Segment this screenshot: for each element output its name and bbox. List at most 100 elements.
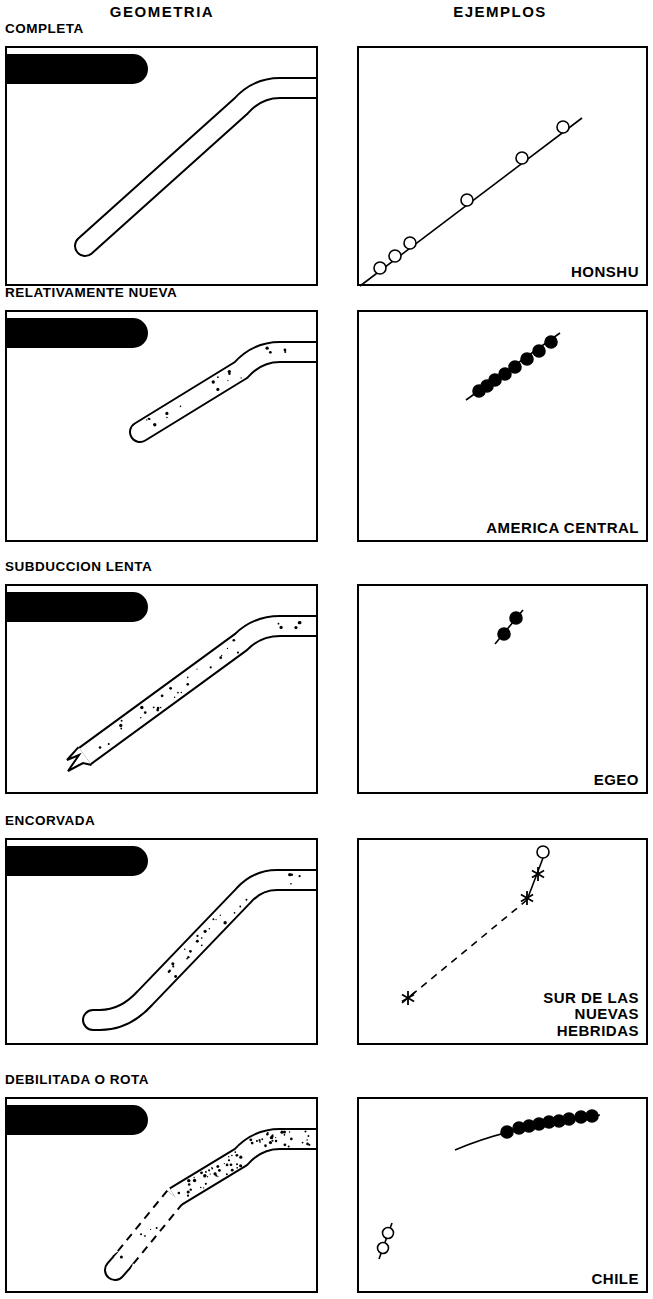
event-circle bbox=[461, 194, 473, 206]
speckle bbox=[240, 377, 241, 378]
speckle bbox=[272, 1134, 274, 1136]
event-circle bbox=[374, 262, 386, 274]
slab-outline bbox=[175, 1139, 316, 1197]
example-panel: HONSHU bbox=[357, 46, 648, 286]
speckle bbox=[217, 376, 219, 378]
speckle bbox=[214, 1172, 217, 1175]
speckle bbox=[284, 349, 287, 352]
speckle bbox=[207, 1176, 208, 1177]
speckle bbox=[270, 1136, 273, 1139]
speckle bbox=[186, 958, 188, 960]
speckle bbox=[283, 1143, 286, 1146]
speckle bbox=[226, 1173, 228, 1175]
torn-end bbox=[67, 747, 92, 771]
slab-outline bbox=[121, 1197, 175, 1263]
speckle bbox=[187, 1195, 189, 1197]
speckle bbox=[214, 1172, 217, 1175]
event-dot bbox=[498, 628, 510, 640]
star-symbol bbox=[532, 871, 544, 878]
slab-drawing bbox=[7, 846, 316, 1020]
profile-line bbox=[360, 118, 582, 286]
speckle bbox=[217, 1176, 218, 1177]
speckle bbox=[196, 935, 198, 937]
profile-line bbox=[466, 333, 560, 400]
speckle bbox=[218, 1169, 221, 1172]
speckle bbox=[280, 1131, 283, 1134]
speckle bbox=[275, 1140, 278, 1143]
speckle bbox=[204, 1174, 207, 1177]
speckle bbox=[181, 692, 182, 693]
speckle bbox=[200, 1187, 202, 1189]
slab-drawing bbox=[7, 54, 316, 246]
speckle bbox=[187, 1179, 190, 1182]
speckle bbox=[275, 1137, 276, 1138]
speckle bbox=[201, 944, 203, 946]
speckle bbox=[227, 648, 228, 649]
event-circle bbox=[516, 152, 528, 164]
speckle bbox=[235, 1154, 238, 1157]
speckle bbox=[212, 918, 214, 920]
speckle bbox=[223, 921, 226, 924]
speckle bbox=[146, 419, 147, 420]
example-name: HONSHU bbox=[571, 264, 639, 281]
speckle bbox=[203, 1187, 204, 1188]
speckle bbox=[230, 1163, 233, 1166]
slab-drawing bbox=[7, 1105, 316, 1270]
speckle bbox=[149, 418, 151, 420]
panel-frame bbox=[5, 310, 318, 542]
overriding-plate bbox=[7, 54, 148, 84]
speckle bbox=[294, 626, 297, 629]
speckle bbox=[156, 1227, 158, 1229]
column-heading: GEOMETRIA bbox=[110, 3, 214, 20]
speckle bbox=[150, 1229, 151, 1230]
speckle bbox=[307, 1135, 309, 1137]
event-dot bbox=[510, 612, 522, 624]
speckle bbox=[140, 706, 143, 709]
slab-outline bbox=[85, 626, 316, 756]
speckle bbox=[256, 1140, 258, 1142]
example-panel: EGEO bbox=[357, 584, 648, 794]
speckle bbox=[251, 1142, 254, 1145]
speckle bbox=[178, 1192, 181, 1195]
speckle bbox=[216, 1165, 219, 1168]
speckle bbox=[205, 1183, 207, 1185]
speckle bbox=[228, 1156, 229, 1157]
seismicity-profile bbox=[466, 333, 560, 400]
speckle bbox=[284, 351, 286, 353]
geometry-panel: COMPLETA bbox=[5, 22, 318, 286]
speckle bbox=[171, 962, 174, 965]
event-dot bbox=[509, 361, 521, 373]
slab-drawing bbox=[7, 592, 316, 771]
slab-outline bbox=[85, 626, 316, 756]
speckle bbox=[224, 1163, 225, 1164]
speckle bbox=[258, 1139, 260, 1141]
panel-frame bbox=[5, 1097, 318, 1293]
speckle bbox=[234, 912, 236, 914]
speckle bbox=[119, 724, 122, 727]
speckle bbox=[193, 1177, 194, 1178]
event-circle bbox=[383, 1228, 394, 1239]
speckle bbox=[210, 1173, 211, 1174]
speckle bbox=[140, 717, 142, 719]
speckle bbox=[236, 1167, 238, 1169]
example-name: EGEO bbox=[594, 772, 639, 789]
speckle bbox=[208, 1169, 210, 1171]
slab-outline bbox=[140, 352, 316, 432]
speckle bbox=[156, 709, 159, 712]
speckle bbox=[239, 906, 241, 908]
event-dot bbox=[563, 1113, 575, 1125]
speckle bbox=[160, 707, 162, 709]
event-dot bbox=[501, 1126, 513, 1138]
speckle bbox=[278, 623, 280, 625]
event-dot bbox=[533, 345, 545, 357]
speckle bbox=[231, 1155, 233, 1157]
slab-outline bbox=[85, 88, 316, 246]
speckle bbox=[140, 1233, 142, 1235]
profile-line bbox=[408, 900, 527, 998]
speckle bbox=[304, 1131, 306, 1133]
star-symbol bbox=[402, 995, 414, 1002]
geometry-panel: ENCORVADA bbox=[5, 814, 318, 1045]
slab-outline bbox=[175, 1139, 316, 1197]
speckle bbox=[266, 1133, 269, 1136]
speckle bbox=[187, 677, 189, 679]
